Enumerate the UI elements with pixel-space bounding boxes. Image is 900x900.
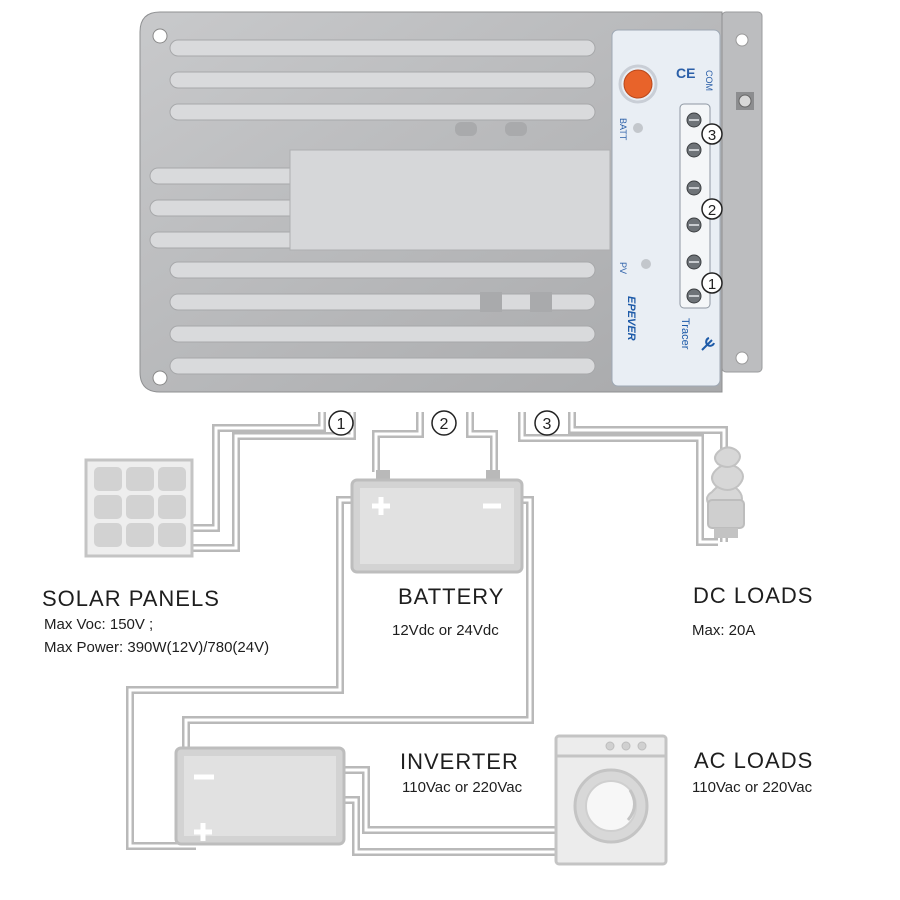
fin-lug-bottom-right xyxy=(530,292,552,312)
mount-hole-top-left xyxy=(152,28,168,44)
solar-cell xyxy=(94,523,122,547)
wrench-icon xyxy=(701,337,715,351)
battery-icon xyxy=(350,470,524,574)
ac-loads-voltage-spec: 110Vac or 220Vac xyxy=(692,779,813,796)
fin-lug-left xyxy=(455,122,477,136)
cooling-fin xyxy=(169,357,596,375)
ground-screw xyxy=(736,92,754,110)
terminal-marker-1: 1 xyxy=(701,272,723,294)
fin-center-block xyxy=(289,149,611,251)
battery-title: BATTERY xyxy=(398,584,505,609)
cooling-fin xyxy=(169,325,596,343)
inverter-icon xyxy=(174,746,346,846)
charge-controller: CE COM BATT PV 3 2 1 EPEVER Tracer xyxy=(139,11,763,393)
mounting-bracket xyxy=(721,11,763,373)
ac-loads-title: AC LOADS xyxy=(694,748,814,773)
com-label: COM xyxy=(704,70,714,91)
tracer-model-label: Tracer xyxy=(679,318,691,350)
svg-text:1: 1 xyxy=(708,276,716,293)
battery-plus-sign xyxy=(372,497,390,515)
bracket-hole-top xyxy=(735,33,749,47)
cfl-bulb-icon xyxy=(706,446,745,538)
connection-marker-3: 3 xyxy=(534,410,560,436)
bracket-hole-bottom xyxy=(735,351,749,365)
wire-battery-to-inverter-positive-core xyxy=(184,498,532,748)
wire-solar-positive-core xyxy=(192,412,324,530)
power-button[interactable] xyxy=(623,69,653,99)
solar-cell xyxy=(126,495,154,519)
cooling-fin xyxy=(169,39,596,57)
washing-machine-icon xyxy=(554,734,668,866)
batt-label: BATT xyxy=(618,118,628,141)
wire-battery-positive-core xyxy=(374,412,422,472)
wire-battery-to-inverter-negative-core xyxy=(128,498,352,848)
mount-hole-bottom-left xyxy=(152,370,168,386)
power-button-bezel xyxy=(618,64,658,104)
wires xyxy=(126,412,728,856)
solar-cell xyxy=(158,467,186,491)
cooling-fin xyxy=(169,71,596,89)
pv-label: PV xyxy=(618,262,628,274)
terminal-screws xyxy=(686,112,702,304)
wire-battery-positive xyxy=(372,412,424,472)
terminal-marker-3: 3 xyxy=(701,123,723,145)
dc-loads-title: DC LOADS xyxy=(693,583,814,608)
svg-text:3: 3 xyxy=(708,127,716,144)
solar-cell xyxy=(94,467,122,491)
solar-cell xyxy=(94,495,122,519)
dc-loads-current-spec: Max: 20A xyxy=(692,622,756,639)
solar-cell xyxy=(158,523,186,547)
connection-marker-2: 2 xyxy=(431,410,457,436)
wire-battery-negative-core xyxy=(468,412,496,472)
pv-indicator-led xyxy=(641,259,651,269)
wire-inverter-to-acload-2-core xyxy=(344,798,556,854)
cooling-fin xyxy=(169,103,596,121)
solar-power-spec: Max Power: 390W(12V)/780(24V) xyxy=(44,639,270,656)
svg-text:1: 1 xyxy=(337,416,346,433)
epever-logo: EPEVER xyxy=(625,296,637,341)
solar-cell xyxy=(126,467,154,491)
cooling-fin xyxy=(169,261,596,279)
fin-lug-right xyxy=(505,122,527,136)
solar-cell xyxy=(158,495,186,519)
inverter-plus-sign xyxy=(194,823,212,841)
solar-voc-spec: Max Voc: 150V ; xyxy=(44,616,154,633)
connection-marker-1: 1 xyxy=(328,410,354,436)
wire-inverter-to-acload-1-core xyxy=(344,768,556,832)
batt-indicator-led xyxy=(633,123,643,133)
svg-text:2: 2 xyxy=(440,416,449,433)
solar-panels-title: SOLAR PANELS xyxy=(42,586,220,611)
ce-mark: CE xyxy=(676,65,695,81)
svg-text:2: 2 xyxy=(708,202,716,219)
battery-voltage-spec: 12Vdc or 24Vdc xyxy=(392,622,499,639)
wire-battery-negative xyxy=(466,412,498,472)
inverter-title: INVERTER xyxy=(400,749,519,774)
solar-panel-icon xyxy=(84,458,194,558)
wire-load-positive-core xyxy=(520,412,718,544)
terminal-marker-2: 2 xyxy=(701,198,723,220)
inverter-voltage-spec: 110Vac or 220Vac xyxy=(402,779,523,796)
fin-lug-bottom-left xyxy=(480,292,502,312)
svg-text:3: 3 xyxy=(543,416,552,433)
solar-cell xyxy=(126,523,154,547)
